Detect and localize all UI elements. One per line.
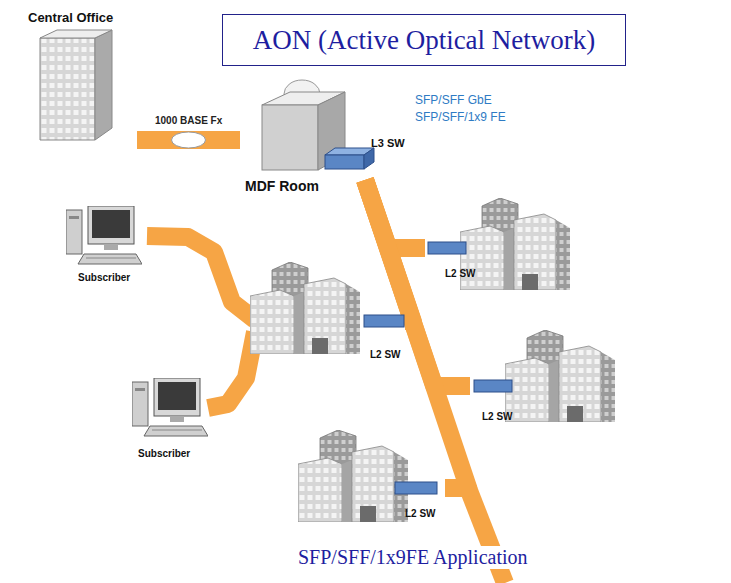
spec-label: SFP/SFF GbE xyxy=(415,93,492,107)
fiber-link xyxy=(147,236,255,320)
l3-switch-node: L3 SW xyxy=(323,135,408,180)
node-label: L2 SW xyxy=(482,411,513,422)
node-label: L3 SW xyxy=(371,137,405,149)
building xyxy=(250,262,360,354)
building xyxy=(298,430,408,522)
spec-label: SFP/SFF/1x9 FE xyxy=(415,110,506,124)
subscriber-node: Subscriber xyxy=(130,378,208,462)
subscriber-pc xyxy=(66,206,142,264)
fiber-link xyxy=(208,332,255,408)
node-label: Central Office xyxy=(28,10,113,25)
l2-switches xyxy=(364,242,512,494)
edge-label: 1000 BASE Fx xyxy=(154,115,223,126)
node-label: MDF Room xyxy=(245,178,319,194)
fiber-link xyxy=(137,131,240,149)
node-label: Subscriber xyxy=(78,272,130,283)
subscriber-node: Subscriber xyxy=(62,206,147,286)
diagram-caption: SFP/SFF/1x9FE Application xyxy=(296,546,530,569)
node-label: L2 SW xyxy=(445,268,476,279)
fiber-connector xyxy=(172,132,206,148)
l2-switch-node: L2 SW xyxy=(470,328,608,426)
node-label: L2 SW xyxy=(370,349,401,360)
subscriber-pc xyxy=(132,378,208,436)
l2-switch-node: L2 SW xyxy=(255,265,405,363)
mdf-room: MDF Room xyxy=(240,80,322,198)
diagram-title: AON (Active Optical Network) xyxy=(222,14,626,66)
central-office-building xyxy=(40,30,112,140)
building xyxy=(505,330,615,422)
l2-switch-node: L2 SW xyxy=(295,428,445,525)
building xyxy=(460,198,570,290)
l3-switch xyxy=(325,148,374,169)
central-office: Central Office xyxy=(25,8,137,145)
node-label: Subscriber xyxy=(138,448,190,459)
fiber-link xyxy=(365,180,468,488)
l2-switch-node: L2 SW xyxy=(425,198,572,292)
node-label: L2 SW xyxy=(405,508,436,519)
